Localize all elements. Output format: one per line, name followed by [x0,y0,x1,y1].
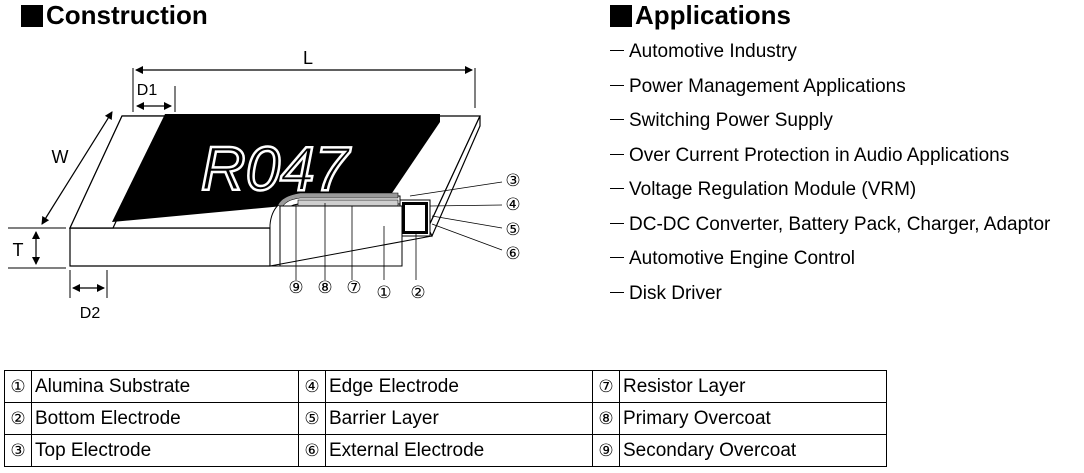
legend-name: Primary Overcoat [619,402,887,435]
list-item: Automotive Industry [610,38,1050,73]
list-item: Over Current Protection in Audio Applica… [610,142,1050,177]
legend-number: ⑤ [298,402,326,435]
callout-8: ⑧ [317,278,332,297]
legend-name: Edge Electrode [325,370,593,403]
applications-heading: Applications [610,0,791,31]
dash-icon [610,153,624,155]
dim-W-arrow [41,111,113,225]
legend-table: ① Alumina Substrate ④ Edge Electrode ⑦ R… [4,370,887,467]
resistor-construction-diagram: R047 L D1 W T D2 ③ ④ ⑤ ⑥ ⑨ ⑧ ⑦ ① ② [8,48,521,322]
dash-icon [610,188,624,190]
dim-D2-label: D2 [80,305,101,322]
legend-name: Barrier Layer [325,402,593,435]
callout-9: ⑨ [288,278,303,297]
resistor-marking: R047 [201,135,352,204]
legend-name: Resistor Layer [619,370,887,403]
callout-7: ⑦ [346,278,361,297]
list-item: Power Management Applications [610,73,1050,108]
legend-number: ① [4,370,32,403]
legend-number: ⑥ [298,434,326,467]
legend-number: ⑨ [592,434,620,467]
callout-5: ⑤ [505,220,520,239]
dim-T-label: T [13,240,24,260]
callout-leaders [295,181,503,280]
callout-6: ⑥ [505,244,520,263]
callout-3: ③ [505,171,520,190]
dash-icon [610,291,624,293]
legend-number: ③ [4,434,32,467]
heading-square-icon [610,4,632,27]
list-item: Switching Power Supply [610,107,1050,142]
list-item: DC-DC Converter, Battery Pack, Charger, … [610,211,1050,246]
dim-W-label: W [52,147,69,167]
table-row: ① Alumina Substrate ④ Edge Electrode ⑦ R… [4,370,887,403]
legend-name: Alumina Substrate [31,370,299,403]
dash-icon [610,84,624,86]
table-row: ③ Top Electrode ⑥ External Electrode ⑨ S… [4,434,887,467]
callout-2: ② [410,283,425,302]
list-item: Disk Driver [610,280,1050,315]
applications-list: Automotive Industry Power Management App… [610,38,1050,314]
cross-section [269,192,433,267]
construction-heading: Construction [21,0,208,31]
legend-number: ⑦ [592,370,620,403]
construction-title: Construction [46,0,208,30]
callout-1: ① [376,283,391,302]
dash-icon [610,222,624,224]
legend-name: Secondary Overcoat [619,434,887,467]
dim-D1-label: D1 [137,82,158,99]
dash-icon [610,119,624,121]
callout-numbers: ③ ④ ⑤ ⑥ ⑨ ⑧ ⑦ ① ② [288,171,520,302]
legend-name: Bottom Electrode [31,402,299,435]
heading-square-icon [21,4,43,27]
legend-number: ④ [298,370,326,403]
legend-name: External Electrode [325,434,593,467]
callout-4: ④ [505,195,520,214]
table-row: ② Bottom Electrode ⑤ Barrier Layer ⑧ Pri… [4,402,887,435]
list-item: Automotive Engine Control [610,245,1050,280]
dim-L-label: L [303,48,313,68]
applications-title: Applications [635,0,792,30]
legend-number: ⑧ [592,402,620,435]
dash-icon [610,257,624,259]
legend-name: Top Electrode [31,434,299,467]
dash-icon [610,50,624,52]
list-item: Voltage Regulation Module (VRM) [610,176,1050,211]
legend-number: ② [4,402,32,435]
